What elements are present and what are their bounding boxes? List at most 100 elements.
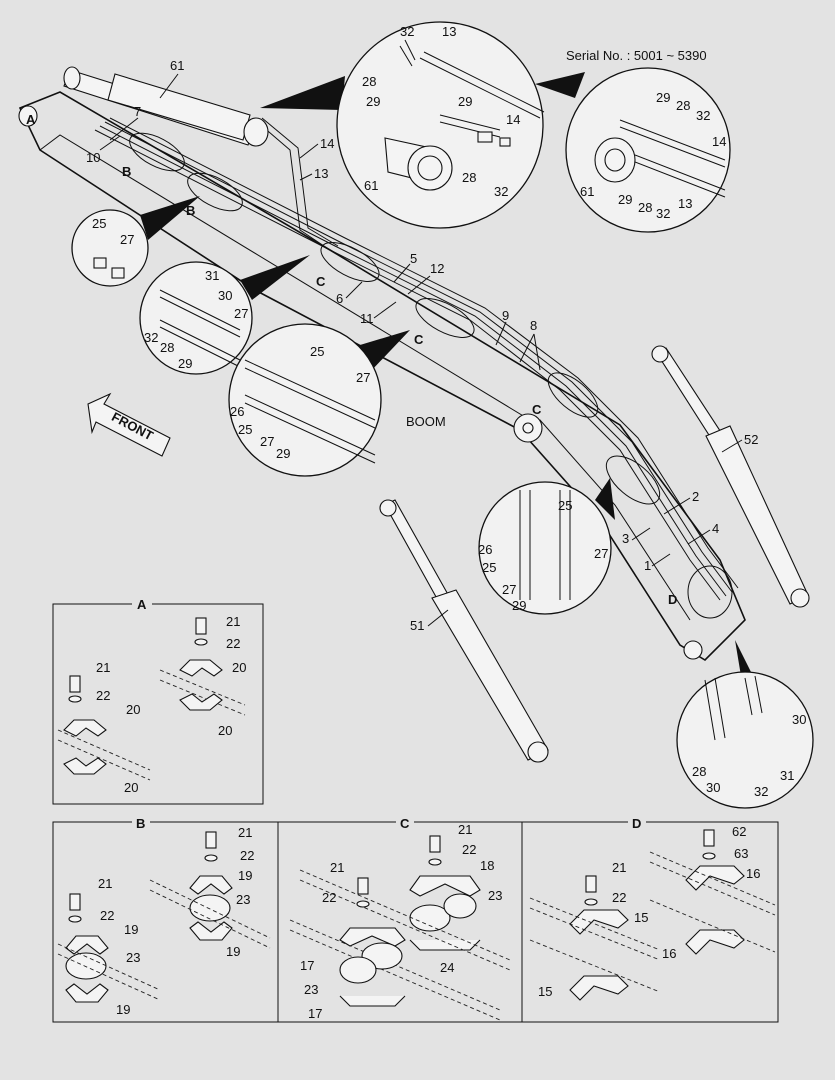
front-direction-arrow: FRONT [87, 392, 171, 457]
callout-1: 1 [644, 558, 651, 573]
callout-52: 52 [744, 432, 758, 447]
bubble25-27: 27 [120, 232, 134, 247]
bubble-right-61: 61 [580, 184, 594, 199]
bubblebig-29: 29 [276, 446, 290, 461]
panel-d: D 62 63 16 21 22 15 16 15 [529, 814, 776, 1001]
panel-b-19a: 19 [238, 868, 252, 883]
panel-c: C 21 22 18 23 21 22 24 17 23 17 [289, 814, 511, 1021]
bubble-top-32: 32 [400, 24, 414, 39]
callout-3: 3 [622, 531, 629, 546]
callout-14: 14 [320, 136, 334, 151]
panel-b-19c: 19 [124, 922, 138, 937]
bubble31-32: 32 [144, 330, 158, 345]
bubble-right-28: 28 [676, 98, 690, 113]
detail-bubble-big: 25 27 26 25 27 29 [228, 323, 410, 477]
bubbled-32: 32 [754, 784, 768, 799]
bubblebig-27b: 27 [260, 434, 274, 449]
bubblec-27b: 27 [502, 582, 516, 597]
panel-c-23b: 23 [304, 982, 318, 997]
callout-51: 51 [410, 618, 424, 633]
callout-B1: B [122, 164, 131, 179]
callout-4: 4 [712, 521, 719, 536]
panel-b-23a: 23 [236, 892, 250, 907]
bubble-right-14: 14 [712, 134, 726, 149]
panel-b: B 21 22 19 23 19 21 22 19 23 19 [57, 814, 271, 1017]
panel-b-22b: 22 [100, 908, 114, 923]
panel-a-title: A [137, 597, 147, 612]
bubble-right-28b: 28 [638, 200, 652, 215]
bubblec-26: 26 [478, 542, 492, 557]
bubblebig-27: 27 [356, 370, 370, 385]
panel-d-21: 21 [612, 860, 626, 875]
callout-D: D [668, 592, 677, 607]
callout-11: 11 [360, 311, 374, 326]
panel-b-22a: 22 [240, 848, 254, 863]
detail-bubble-31: 31 30 27 32 28 29 [139, 255, 310, 375]
bubble-top-29b: 29 [458, 94, 472, 109]
panel-a-20c: 20 [126, 702, 140, 717]
panel-d-15a: 15 [634, 910, 648, 925]
panel-a-22a: 22 [226, 636, 240, 651]
callout-B2: B [186, 203, 195, 218]
arm-cylinder-61 [63, 66, 269, 147]
callout-61: 61 [170, 58, 184, 73]
bubble-right-29b: 29 [618, 192, 632, 207]
callout-5: 5 [410, 251, 417, 266]
panel-c-18: 18 [480, 858, 494, 873]
panel-d-16a: 16 [746, 866, 760, 881]
bubblec-25: 25 [558, 498, 572, 513]
panel-a-20b: 20 [218, 723, 232, 738]
boom-cylinder-52 [651, 345, 810, 608]
panel-a: A 21 22 20 20 21 22 20 20 [52, 596, 264, 805]
boom-cylinder-51 [379, 499, 549, 763]
panel-b-21b: 21 [98, 876, 112, 891]
bubbled-30: 30 [792, 712, 806, 727]
bubble31-27: 27 [234, 306, 248, 321]
bubble25-25: 25 [92, 216, 106, 231]
panel-a-21a: 21 [226, 614, 240, 629]
bubble31-31: 31 [205, 268, 219, 283]
callout-C3: C [532, 402, 542, 417]
panel-c-24: 24 [440, 960, 454, 975]
panel-d-16b: 16 [662, 946, 676, 961]
callout-9: 9 [502, 308, 509, 323]
bubble-top-61: 61 [364, 178, 378, 193]
panel-d-22: 22 [612, 890, 626, 905]
callout-6: 6 [336, 291, 343, 306]
callout-C2: C [414, 332, 424, 347]
bubble-top-28: 28 [362, 74, 376, 89]
panel-d-63: 63 [734, 846, 748, 861]
panel-c-17b: 17 [308, 1006, 322, 1021]
panel-b-21a: 21 [238, 825, 252, 840]
panel-c-22b: 22 [322, 890, 336, 905]
main-callouts: 61 7 10 A B B 14 13 5 12 6 11 C C C C 9 … [26, 58, 758, 633]
bubblebig-25b: 25 [238, 422, 252, 437]
callout-2: 2 [692, 489, 699, 504]
panel-d-15b: 15 [538, 984, 552, 999]
callout-8: 8 [530, 318, 537, 333]
detail-bubble-c: 25 26 25 27 27 29 [478, 478, 615, 615]
detail-bubble-25: 25 27 [71, 196, 200, 287]
bubble-top-14: 14 [506, 112, 520, 127]
bubble-top-29a: 29 [366, 94, 380, 109]
detail-bubble-d: 30 28 30 31 32 [676, 640, 814, 809]
panel-b-19d: 19 [116, 1002, 130, 1017]
panel-c-23a: 23 [488, 888, 502, 903]
bubbled-30b: 30 [706, 780, 720, 795]
callout-7: 7 [134, 104, 141, 119]
bubbled-31: 31 [780, 768, 794, 783]
bubblebig-25: 25 [310, 344, 324, 359]
bubble31-29: 29 [178, 356, 192, 371]
callout-13: 13 [314, 166, 328, 181]
panel-a-20d: 20 [124, 780, 138, 795]
panel-b-19b: 19 [226, 944, 240, 959]
callout-A: A [26, 112, 36, 127]
callout-C1: C [316, 274, 326, 289]
bubbled-28: 28 [692, 764, 706, 779]
panel-b-23b: 23 [126, 950, 140, 965]
panel-c-21b: 21 [330, 860, 344, 875]
bubblec-27: 27 [594, 546, 608, 561]
bubble31-30: 30 [218, 288, 232, 303]
